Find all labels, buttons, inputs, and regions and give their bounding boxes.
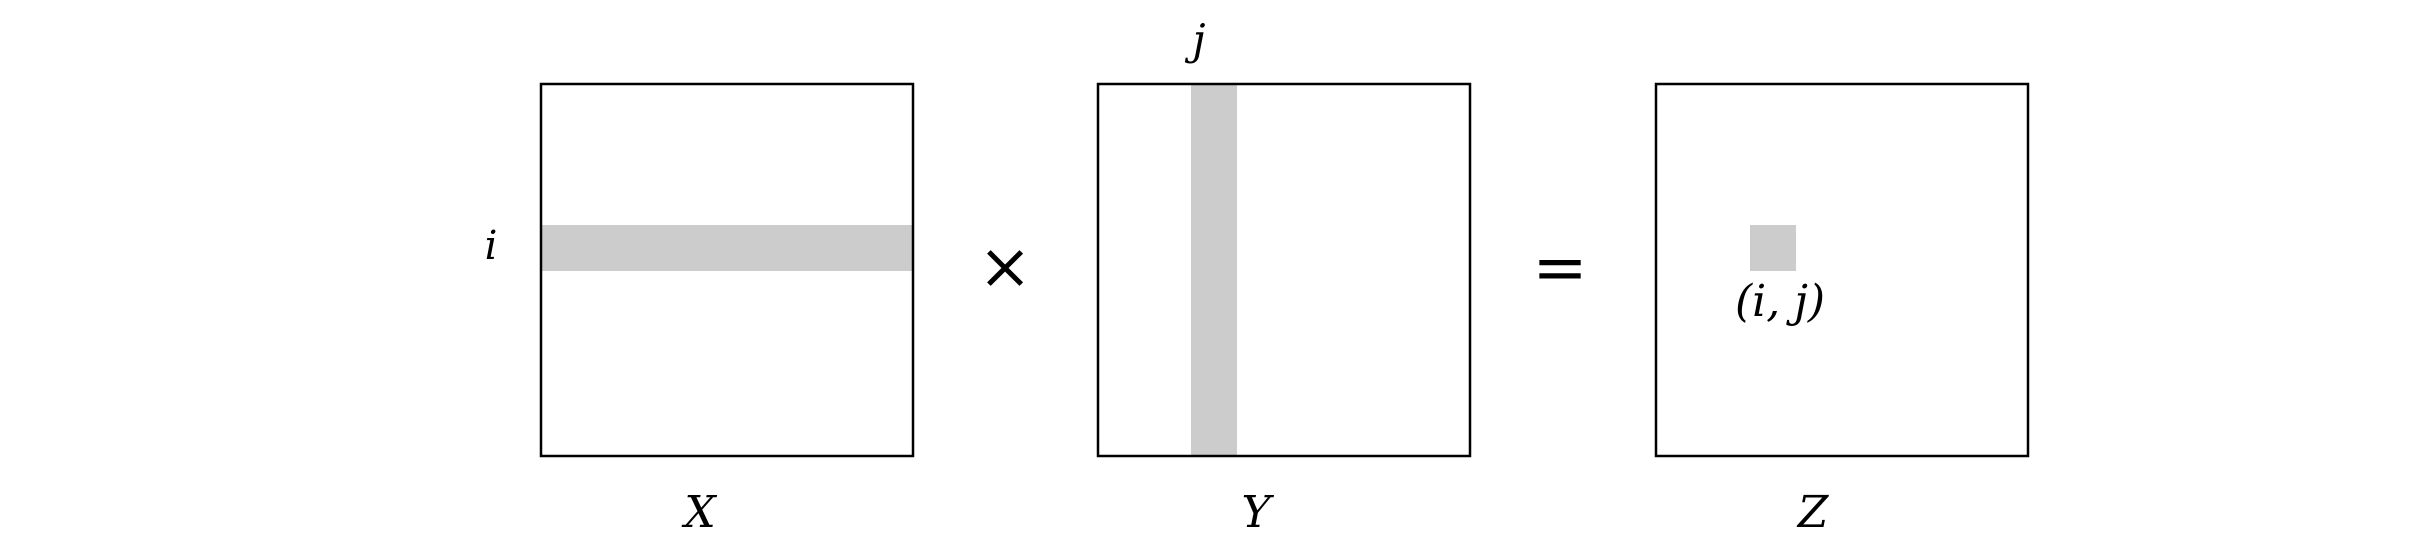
matrix-x-label: X <box>681 487 717 538</box>
multiply-symbol: × <box>978 230 1032 304</box>
matrix-x-row-highlight <box>541 225 913 271</box>
matrix-x <box>539 82 915 458</box>
matrix-y <box>1096 82 1472 458</box>
equals-symbol: = <box>1532 229 1587 306</box>
matrix-z-box <box>1654 82 2030 458</box>
matrix-y-box <box>1096 82 1472 458</box>
column-index-label: j <box>1184 15 1205 64</box>
matrix-z <box>1654 82 2030 458</box>
cell-index-label: (i, j) <box>1735 276 1825 327</box>
row-index-label: i <box>485 223 498 269</box>
matrix-z-cell-highlight <box>1750 225 1796 271</box>
matrix-z-label: Z <box>1796 487 1830 538</box>
matrix-y-column-highlight <box>1191 84 1237 456</box>
matrix-y-label: Y <box>1241 487 1274 538</box>
matrix-x-box <box>539 82 915 458</box>
